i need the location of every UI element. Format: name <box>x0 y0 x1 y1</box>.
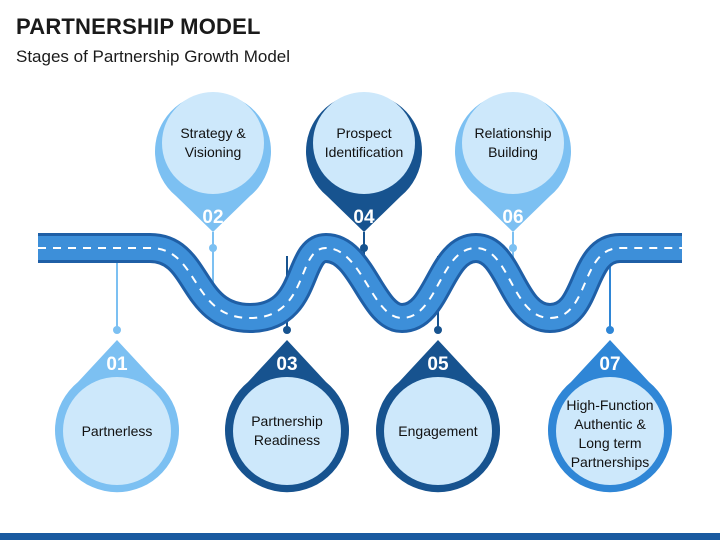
stage-07-pin <box>548 340 672 493</box>
road-dots <box>113 244 614 334</box>
stage-01-pin <box>54 340 179 493</box>
stage-07-number: 07 <box>599 354 621 375</box>
page-subtitle: Stages of Partnership Growth Model <box>16 47 291 66</box>
stage-06-pin <box>455 92 572 233</box>
stage-06-label: Relationship Building <box>474 125 552 160</box>
stage-05-pin <box>376 340 500 493</box>
stage-05-label: Engagement <box>398 422 478 439</box>
stage-03-pin <box>225 340 349 493</box>
road <box>38 233 682 333</box>
page-title: PARTNERSHIP MODEL <box>16 14 261 39</box>
stage-01-number: 01 <box>106 354 128 375</box>
stage-02-label: Strategy & Visioning <box>180 125 246 160</box>
stage-07-label: High-Function Authentic & Long term Part… <box>566 397 654 470</box>
stage-05-number: 05 <box>427 354 449 375</box>
stage-02-number: 02 <box>202 207 224 228</box>
stage-04-pin <box>305 92 422 232</box>
stage-03-label: Partnership Readiness <box>251 413 323 448</box>
stage-01-label: Partnerless <box>81 422 153 439</box>
stage-02-pin <box>154 92 271 232</box>
stage-04-label: Prospect Identification <box>324 125 404 160</box>
stage-04-number: 04 <box>353 207 375 228</box>
bottom-bar <box>0 533 720 540</box>
stage-03-number: 03 <box>276 354 298 375</box>
stage-06-number: 06 <box>502 207 524 228</box>
